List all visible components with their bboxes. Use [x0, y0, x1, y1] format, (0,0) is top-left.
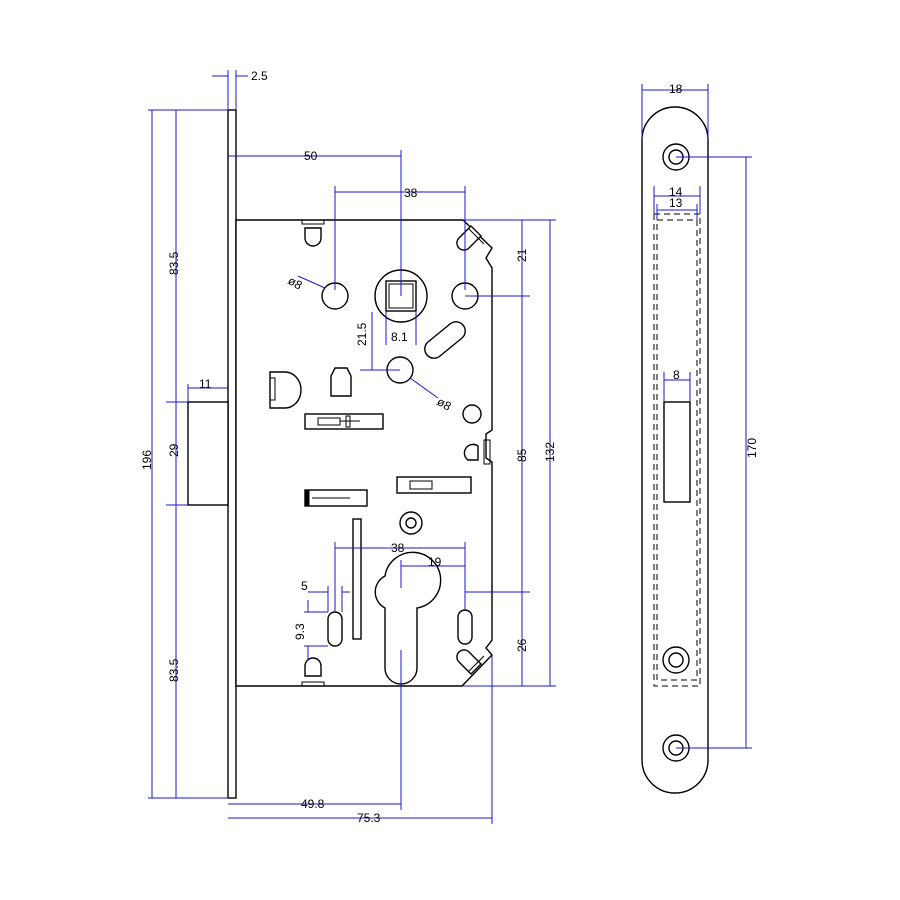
cylinder-profile [374, 551, 442, 685]
latch [187, 401, 229, 506]
top-right-rivet [456, 225, 485, 251]
dim-top-offset: 21 [515, 248, 529, 262]
dimension-lines [148, 70, 752, 824]
dim-total-depth: 75.3 [357, 811, 381, 825]
catch [269, 371, 302, 409]
dim-upper-half: 83.5 [167, 251, 181, 275]
dim-top-holes-spacing: 38 [404, 186, 418, 200]
slider-lower [304, 489, 368, 507]
small-hole [462, 404, 482, 424]
dim-latch-height: 29 [167, 443, 181, 457]
dim-strike-bolt-width: 8 [673, 368, 680, 382]
dim-slot-width: 5 [301, 579, 308, 593]
slider-upper [304, 413, 384, 430]
dim-hole-top-diameter: ø8 [286, 273, 305, 292]
left-slot [327, 611, 343, 647]
dim-lower-half: 83.5 [167, 658, 181, 682]
dim-bottom-offset: 26 [515, 638, 529, 652]
faceplate [227, 109, 237, 799]
bottom-right-rivet [456, 649, 485, 675]
dim-spindle-offset: 21.5 [355, 322, 369, 346]
dim-case-height: 132 [543, 442, 557, 462]
strike-plate [641, 106, 709, 794]
dim-slot-height: 9.3 [293, 623, 307, 640]
dim-spindle-size: 8.1 [391, 330, 408, 344]
vertical-bar [352, 518, 362, 640]
right-middle-rivet [463, 439, 491, 465]
dimension-labels: 2.5 50 38 ø8 ø8 196 83.5 83.5 29 11 21.5… [140, 69, 759, 825]
dim-hole-mid-diameter: ø8 [435, 394, 454, 413]
lever-pin [424, 321, 466, 359]
dim-cylinder-offset: 19 [428, 555, 442, 569]
bottom-left-rivet [301, 657, 325, 687]
dim-backset: 50 [304, 149, 318, 163]
strike-middle-screw-hole [662, 646, 690, 674]
strike-opening-outline [653, 213, 701, 687]
dim-latch-projection: 11 [199, 377, 212, 391]
washer [399, 511, 423, 535]
dim-cylinder-backset: 49.8 [301, 797, 325, 811]
dim-strike-opening-inner: 13 [669, 196, 683, 210]
right-slot [457, 609, 473, 645]
dim-handle-to-cylinder: 85 [515, 448, 529, 462]
latch-lever [330, 367, 352, 397]
dim-cylinder-holes-spacing: 38 [391, 541, 405, 555]
dim-total-height: 196 [140, 450, 154, 470]
dim-strike-opening-outer: 14 [669, 185, 683, 199]
lock-body [187, 109, 493, 799]
slider-middle [396, 476, 472, 494]
dim-strike-hole-spacing: 170 [745, 438, 759, 458]
dim-faceplate-thickness: 2.5 [251, 69, 268, 83]
dim-strike-width: 18 [669, 82, 683, 96]
top-left-rivet [301, 219, 325, 247]
strike-bolt-slot [663, 401, 691, 503]
strike-opening-inner [656, 219, 698, 681]
